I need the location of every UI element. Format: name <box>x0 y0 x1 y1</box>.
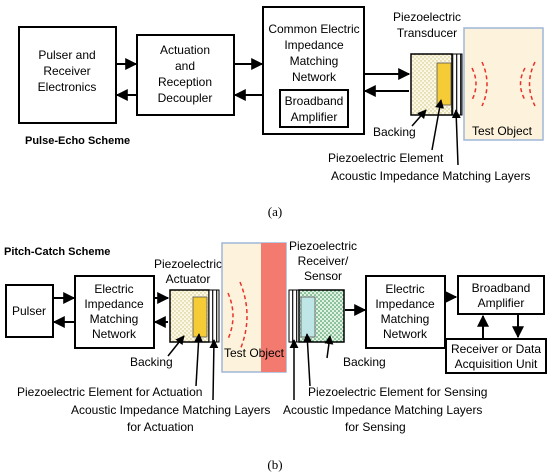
network-right-line2: Impedance <box>375 297 435 311</box>
daq-line1: Receiver or Data <box>451 342 541 356</box>
layers-sensing-line1: Acoustic Impedance Matching Layers <box>283 403 482 417</box>
transducer-label-line2: Transducer <box>397 26 457 40</box>
pointer-backing-b-right <box>324 335 334 359</box>
wave-a1 <box>471 67 477 101</box>
receiver-label-line2: Receiver/ <box>298 254 349 268</box>
panel-a: Pulser and Receiver Electronics Actuatio… <box>18 6 544 219</box>
daq-box <box>445 338 547 374</box>
amplifier-b-line2: Amplifier <box>478 296 525 310</box>
layers-actuation-line1: Acoustic Impedance Matching Layers <box>71 403 270 417</box>
element-label-a: Piezoelectric Element <box>328 151 444 165</box>
common-network-line4: Network <box>292 70 337 84</box>
amplifier-b-box <box>457 275 545 315</box>
test-object-red-band <box>261 243 286 372</box>
actuator-piezo-element <box>192 296 208 338</box>
network-left-line2: Impedance <box>84 297 144 311</box>
decoupler-line4: Decoupler <box>158 91 213 105</box>
layers-actuation-line2: for Actuation <box>127 420 194 434</box>
backing-label-a: Backing <box>373 125 416 139</box>
pulser-label: Pulser <box>12 304 46 318</box>
pointer-element-sensing <box>302 333 312 387</box>
transducer-label-line1: Piezoelectric <box>393 10 461 24</box>
transducer-piezo-element <box>436 62 452 106</box>
pitch-catch-title: Pitch-Catch Scheme <box>4 246 110 258</box>
broadband-amplifier-box <box>279 89 349 128</box>
test-object-a-label: Test Object <box>472 124 533 138</box>
pulser-receiver-box <box>18 26 117 124</box>
actuator-label-line2: Actuator <box>166 272 211 286</box>
network-left-line3: Matching <box>90 312 139 326</box>
pulser-receiver-line1: Pulser and <box>38 48 95 62</box>
receiver-matching-layers <box>288 289 300 343</box>
network-left-line4: Network <box>92 327 137 341</box>
wave-b1 <box>227 292 234 340</box>
network-left-line1: Electric <box>94 282 133 296</box>
transducer-matching-layers <box>451 53 463 116</box>
pointer-backing-b-left <box>167 335 185 357</box>
element-sensing-label: Piezoelectric Element for Sensing <box>308 385 487 399</box>
decoupler-box <box>136 34 235 116</box>
wave-a2 <box>481 61 488 107</box>
caption-b: (b) <box>267 457 282 472</box>
receiver-label-line1: Piezoelectric <box>289 239 357 253</box>
pulser-receiver-line3: Electronics <box>38 80 97 94</box>
layers-sensing-line2: for Sensing <box>345 420 406 434</box>
caption-a: (a) <box>268 204 282 219</box>
panel-b: Pitch-Catch Scheme Pulser Electric Imped… <box>4 239 547 472</box>
actuator-matching-layers <box>208 289 220 343</box>
amplifier-line2: Amplifier <box>291 110 338 124</box>
pointer-layers-actuation <box>209 339 219 401</box>
network-right-line4: Network <box>383 327 428 341</box>
actuator-label-line1: Piezoelectric <box>154 257 222 271</box>
network-left-box <box>74 275 155 349</box>
pulser-box <box>5 284 54 338</box>
backing-label-b-right: Backing <box>343 355 386 369</box>
backing-label-b-left: Backing <box>130 355 173 369</box>
common-network-line1: Common Electric <box>268 22 359 36</box>
receiver-label-line3: Sensor <box>304 269 342 283</box>
element-actuation-label: Piezoelectric Element for Actuation <box>17 385 202 399</box>
amplifier-b-line1: Broadband <box>472 281 531 295</box>
network-right-line3: Matching <box>381 312 430 326</box>
pointer-layers-a <box>451 109 461 166</box>
decoupler-line2: and <box>175 59 195 73</box>
decoupler-line1: Actuation <box>160 43 210 57</box>
receiver-piezo-element <box>300 296 316 338</box>
pointer-backing-a <box>411 109 427 127</box>
decoupler-line3: Reception <box>158 75 212 89</box>
amplifier-line1: Broadband <box>285 94 344 108</box>
wave-a4 <box>528 61 536 107</box>
network-right-line1: Electric <box>385 282 424 296</box>
common-network-line3: Matching <box>290 54 339 68</box>
pointer-element-a <box>431 99 444 151</box>
pulser-receiver-line2: Receiver <box>43 64 90 78</box>
test-object-b-label: Test Object <box>224 346 285 360</box>
common-network-line2: Impedance <box>284 38 344 52</box>
layers-label-a: Acoustic Impedance Matching Layers <box>331 169 530 183</box>
daq-line2: Acquisition Unit <box>455 357 538 371</box>
pointer-element-actuation <box>194 333 204 387</box>
pulse-echo-title: Pulse-Echo Scheme <box>25 135 130 147</box>
wave-a3 <box>519 67 526 101</box>
wave-b2 <box>239 281 248 351</box>
